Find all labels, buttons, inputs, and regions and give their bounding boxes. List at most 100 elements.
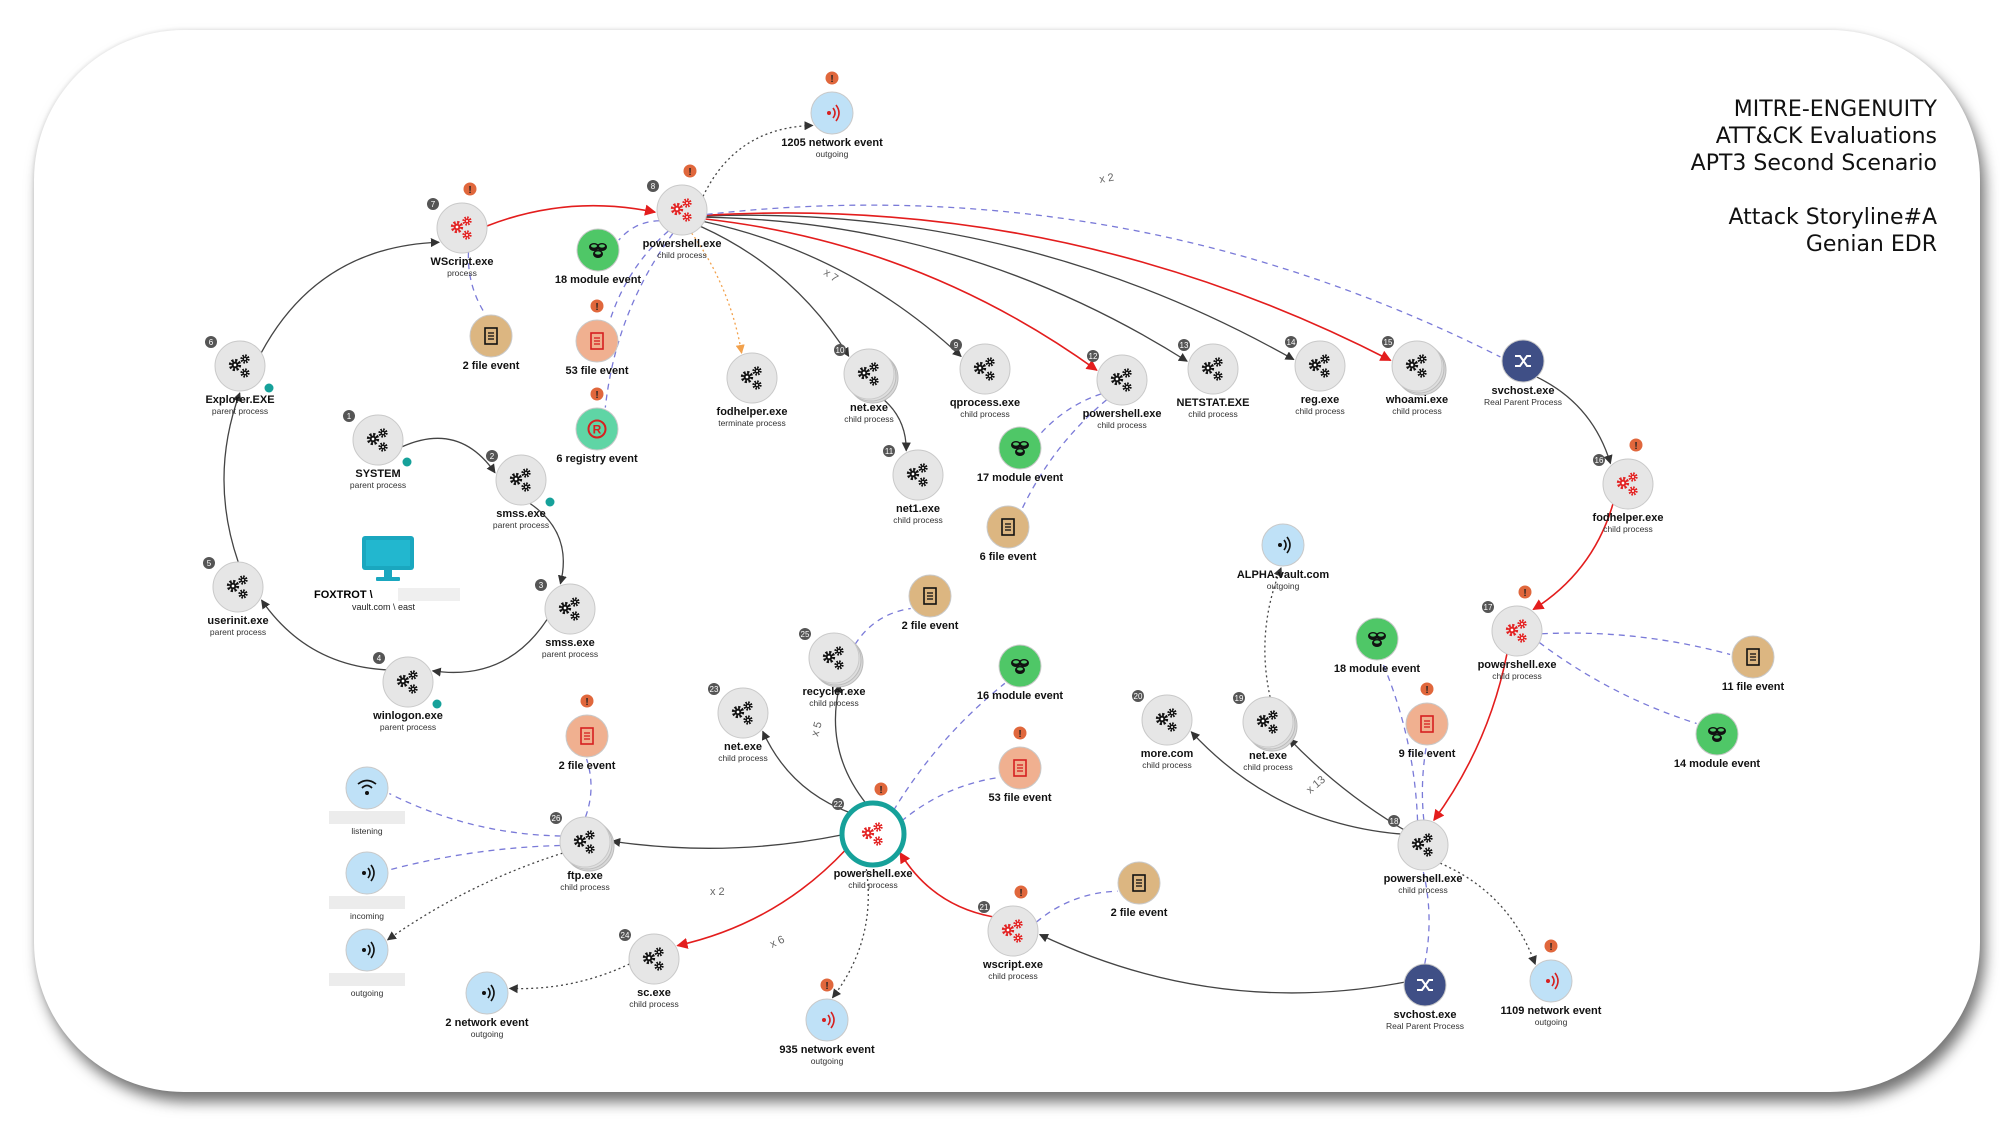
edge-count-label: x 2	[710, 886, 725, 898]
node-ps22mod[interactable]: 16 module event	[977, 644, 1064, 702]
node-sublabel: Real Parent Process	[1484, 397, 1562, 407]
node-ws1file[interactable]: 2 file event	[463, 314, 520, 372]
node-ps8reg[interactable]: R!6 registry event	[556, 387, 638, 466]
step-number: 18	[1390, 817, 1399, 826]
node-label: 2 file event	[1111, 907, 1168, 919]
node-listen[interactable]: listening	[329, 766, 405, 836]
alert-icon	[1544, 939, 1558, 953]
svg-text:!: !	[825, 981, 828, 992]
host-domain: vault.com \ east	[352, 602, 416, 612]
file-icon	[923, 587, 937, 605]
step-number-badge	[550, 812, 562, 824]
step-number-badge	[1593, 454, 1605, 466]
step-number: 9	[954, 341, 959, 350]
net-icon	[822, 1011, 835, 1029]
node-sublabel: incoming	[350, 911, 384, 921]
node-label: 11 file event	[1722, 681, 1785, 693]
node-ps8mod[interactable]: 18 module event	[555, 228, 642, 286]
edge-count-label: x 6	[768, 934, 786, 951]
node-label: recycler.exe	[802, 686, 865, 698]
edge-ps8-ps8file	[608, 230, 669, 322]
node-outgoing[interactable]: outgoing	[329, 928, 405, 998]
step-number-badge	[1087, 350, 1099, 362]
node-sublabel: outgoing	[471, 1029, 504, 1039]
node-label: svchost.exe	[1492, 385, 1555, 397]
node-ps18mod[interactable]: 18 module event	[1334, 617, 1421, 675]
net_in-circle	[345, 851, 389, 895]
title-block: MITRE-ENGENUITY ATT&CK Evaluations APT3 …	[1691, 96, 1937, 258]
node-ps12file[interactable]: 6 file event	[980, 505, 1037, 563]
alert-icon	[590, 299, 604, 313]
step-number: 5	[207, 559, 212, 568]
node-incoming[interactable]: incoming	[329, 851, 405, 921]
node-ps17file[interactable]: 11 file event	[1722, 635, 1785, 693]
node-ps12mod[interactable]: 17 module event	[977, 426, 1064, 484]
step-number-badge	[832, 798, 844, 810]
node-ps18file[interactable]: !9 file event	[1399, 682, 1456, 761]
node-ftpfile[interactable]: !2 file event	[559, 694, 616, 773]
edge-count-label: x 2	[1098, 172, 1115, 186]
edge-ps8-ps8reg	[604, 232, 674, 408]
node-ps8file[interactable]: !53 file event	[566, 299, 629, 378]
node-ps22file[interactable]: !53 file event	[989, 726, 1052, 805]
node-sublabel: child process	[893, 515, 943, 525]
file-icon	[484, 327, 498, 345]
node-ps17mod[interactable]: 14 module event	[1674, 712, 1761, 770]
node-recfile[interactable]: 2 file event	[902, 574, 959, 632]
step-number: 1	[347, 412, 352, 421]
step-number: 14	[1287, 338, 1296, 347]
step-number: 10	[836, 346, 845, 355]
node-label: powershell.exe	[643, 238, 722, 250]
node-sublabel: child process	[1295, 406, 1345, 416]
step-number-badge	[203, 557, 215, 569]
node-ws21file[interactable]: 2 file event	[1111, 861, 1168, 919]
step-number: 23	[710, 685, 719, 694]
step-number: 3	[539, 581, 544, 590]
edge-ps18-more	[1190, 731, 1401, 835]
node-label: net.exe	[724, 741, 762, 753]
alert-icon	[820, 978, 834, 992]
step-number: 16	[1595, 456, 1604, 465]
registry-icon: R	[587, 419, 607, 439]
step-number-badge	[1132, 690, 1144, 702]
edge-ps8-netstat	[705, 216, 1188, 362]
alert-icon	[463, 182, 477, 196]
node-sublabel: child process	[718, 753, 768, 763]
step-number-badge	[950, 339, 962, 351]
edge-ps22-ftp26	[611, 834, 843, 849]
